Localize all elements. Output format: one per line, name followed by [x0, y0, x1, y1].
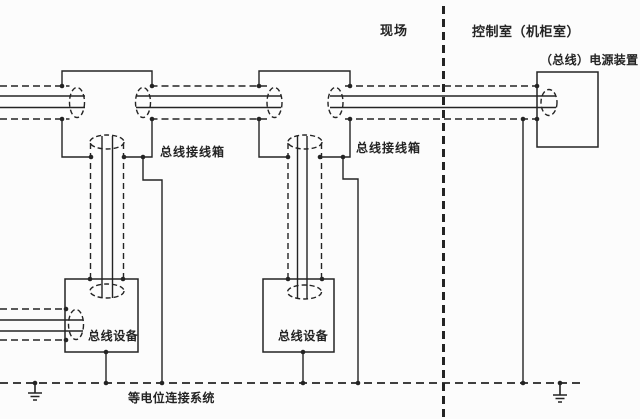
shield-ground-wire — [342, 157, 359, 383]
junction-box-2-label: 总线接线箱 — [356, 141, 422, 155]
field-region-label: 现场 — [380, 24, 409, 39]
power-supply-unit — [522, 71, 599, 383]
shield-top-jumper — [61, 70, 153, 86]
device-box — [64, 278, 139, 353]
cable-end-ellipse — [266, 86, 283, 119]
junction-box-1-label: 总线接线箱 — [160, 145, 226, 159]
cable-conductor-lines — [330, 95, 556, 109]
cable-shield-lines — [287, 143, 323, 279]
bus-device-2-label: 总线设备 — [278, 329, 329, 343]
shield-bottom-left-jumper — [61, 119, 91, 158]
earth-symbol-left — [28, 383, 42, 401]
junction-box-1-wiring — [61, 70, 163, 383]
device-box — [262, 278, 335, 353]
cable-shield-lines — [0, 308, 66, 341]
bus-device-1-label: 总线设备 — [88, 329, 139, 343]
cable-conductor-lines — [136, 95, 281, 109]
junction-box-2-wiring — [258, 70, 359, 383]
connection-dots — [32, 83, 563, 386]
control-room-region-label: 控制室（机柜室） — [472, 25, 581, 40]
cable-end-ellipse — [68, 86, 86, 119]
shield-ground-wire — [142, 157, 163, 383]
shield-bottom-right-jumper — [320, 119, 351, 158]
cable-conductor-lines — [0, 319, 83, 332]
power-supply-label: （总线）电源装置 — [540, 53, 639, 67]
bus-trunk-cable-segment-2 — [134, 85, 283, 120]
bus-device-2 — [262, 278, 335, 383]
drop-cable-2 — [286, 134, 323, 300]
earth-symbol-right — [553, 383, 567, 403]
cable-conductor-lines — [296, 136, 308, 299]
cable-shield-lines — [89, 143, 125, 279]
device-1-left-cable — [0, 308, 85, 341]
cable-end-ellipse — [67, 308, 85, 341]
cable-end-ellipse — [89, 283, 125, 299]
cable-shield-lines — [345, 85, 537, 120]
cable-shield-lines — [0, 85, 70, 120]
bus-trunk-cable-segment-1 — [0, 85, 86, 120]
cable-end-ellipse — [134, 86, 152, 119]
power-supply-box — [536, 71, 599, 148]
cable-end-ellipse — [327, 86, 344, 119]
cable-end-ellipse — [89, 134, 125, 150]
cable-conductor-lines — [101, 136, 114, 298]
shield-bottom-left-jumper — [258, 119, 288, 158]
shield-top-jumper — [258, 70, 351, 86]
cable-end-ellipse — [287, 134, 323, 150]
bus-device-1 — [64, 278, 139, 383]
equipotential-bonding-system-label: 等电位连接系统 — [128, 391, 215, 405]
drop-cable-1 — [89, 134, 125, 299]
cable-end-ellipse — [540, 88, 558, 117]
shield-bottom-right-jumper — [124, 119, 153, 158]
cable-shield-lines — [150, 85, 267, 120]
cable-end-ellipse — [286, 284, 323, 300]
bus-trunk-cable-segment-3 — [327, 85, 558, 120]
cable-conductor-lines — [0, 95, 85, 109]
